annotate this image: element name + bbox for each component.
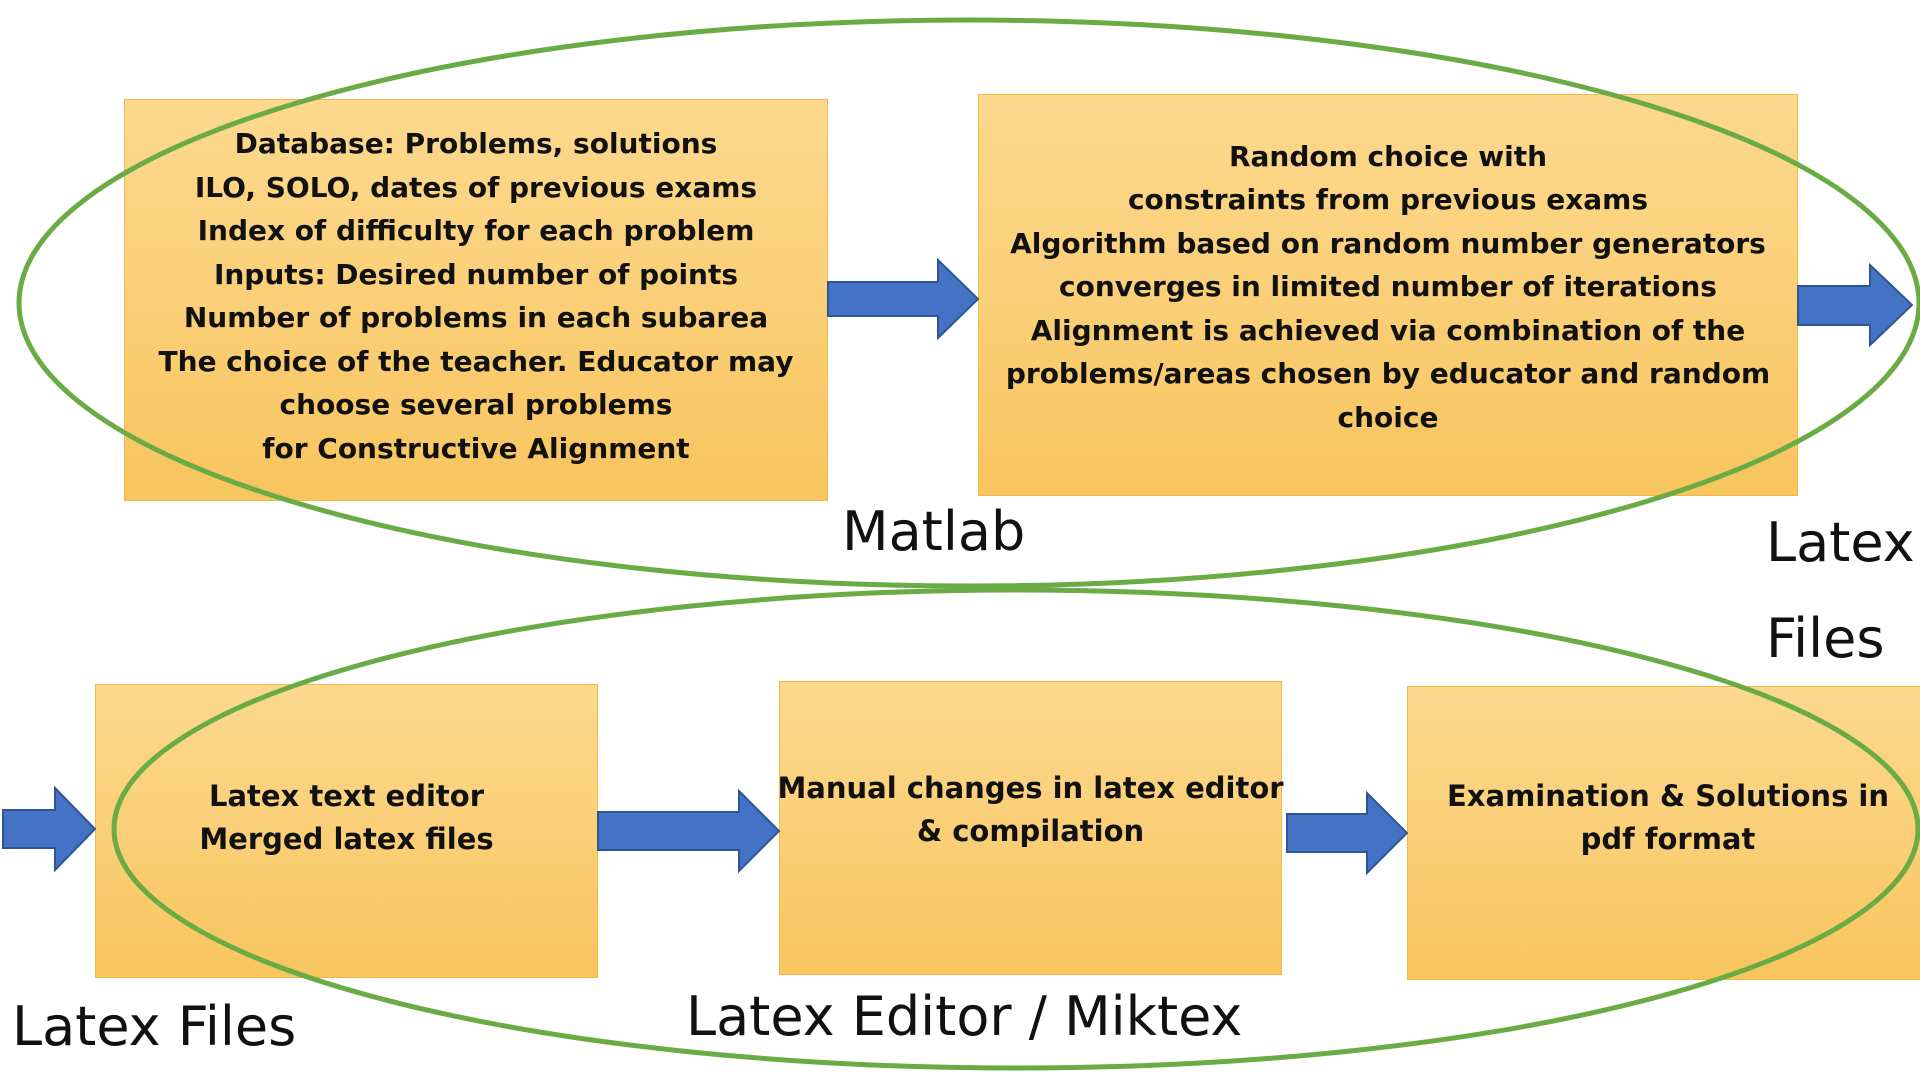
- random-choice-line-6: problems/areas chosen by educator and ra…: [1005, 357, 1771, 391]
- latex-files-output-label-line-2: Files: [1766, 607, 1885, 670]
- latex-editor-miktex-label: Latex Editor / Miktex: [686, 985, 1243, 1048]
- examination-box-text: Examination & Solutions in pdf format: [1447, 775, 1889, 861]
- random-choice-box: Random choice with constraints from prev…: [978, 94, 1798, 496]
- database-line-1: Database: Problems, solutions: [234, 127, 718, 160]
- manual-changes-box: Manual changes in latex editor & compila…: [777, 681, 1284, 975]
- database-line-5: Number of problems in each subarea: [183, 301, 769, 334]
- manual-changes-line-1: Manual changes in latex editor: [777, 771, 1284, 805]
- matlab-label: Matlab: [842, 500, 1026, 563]
- database-box-text: Database: Problems, solutions ILO, SOLO,…: [159, 122, 794, 470]
- database-line-7: choose several problems: [279, 388, 673, 421]
- arrow-database-to-random-icon: [827, 257, 980, 341]
- database-line-2: ILO, SOLO, dates of previous exams: [194, 170, 758, 204]
- examination-box: Examination & Solutions in pdf format: [1407, 686, 1920, 980]
- manual-changes-box-text: Manual changes in latex editor & compila…: [777, 767, 1283, 853]
- random-choice-line-1: Random choice with: [1228, 139, 1548, 173]
- latex-editor-box-text: Latex text editor Merged latex files: [199, 775, 493, 861]
- random-choice-line-4: converges in limited number of iteration…: [1059, 270, 1717, 304]
- arrow-random-to-latex-files-icon: [1797, 262, 1914, 348]
- random-choice-line-5: Alignment is achieved via combination of…: [1030, 313, 1746, 347]
- latex-editor-line-1: Latex text editor: [208, 778, 485, 813]
- arrow-editor-to-manual-icon: [597, 788, 781, 874]
- database-line-4: Inputs: Desired number of points: [213, 257, 739, 291]
- arrow-latex-files-to-editor-icon: [2, 785, 97, 873]
- random-choice-line-7: choice: [1337, 400, 1439, 434]
- latex-editor-box: Latex text editor Merged latex files: [95, 684, 598, 978]
- arrow-manual-to-examination-icon: [1286, 790, 1409, 876]
- examination-line-1: Examination & Solutions in: [1446, 779, 1890, 813]
- latex-files-output-label: Latex Files: [1766, 495, 1915, 687]
- database-line-3: Index of difficulty for each problem: [197, 214, 755, 247]
- random-choice-box-text: Random choice with constraints from prev…: [1006, 135, 1770, 440]
- random-choice-line-3: Algorithm based on random number generat…: [1010, 226, 1766, 260]
- examination-line-2: pdf format: [1580, 822, 1756, 856]
- database-line-8: for Constructive Alignment: [262, 431, 690, 465]
- latex-files-output-label-line-1: Latex: [1766, 511, 1915, 574]
- latex-editor-line-2: Merged latex files: [199, 821, 494, 856]
- database-line-6: The choice of the teacher. Educator may: [158, 344, 794, 378]
- latex-files-input-label: Latex Files: [12, 995, 297, 1058]
- database-box: Database: Problems, solutions ILO, SOLO,…: [124, 99, 828, 501]
- manual-changes-line-2: & compilation: [916, 814, 1145, 848]
- random-choice-line-2: constraints from previous exams: [1127, 183, 1649, 217]
